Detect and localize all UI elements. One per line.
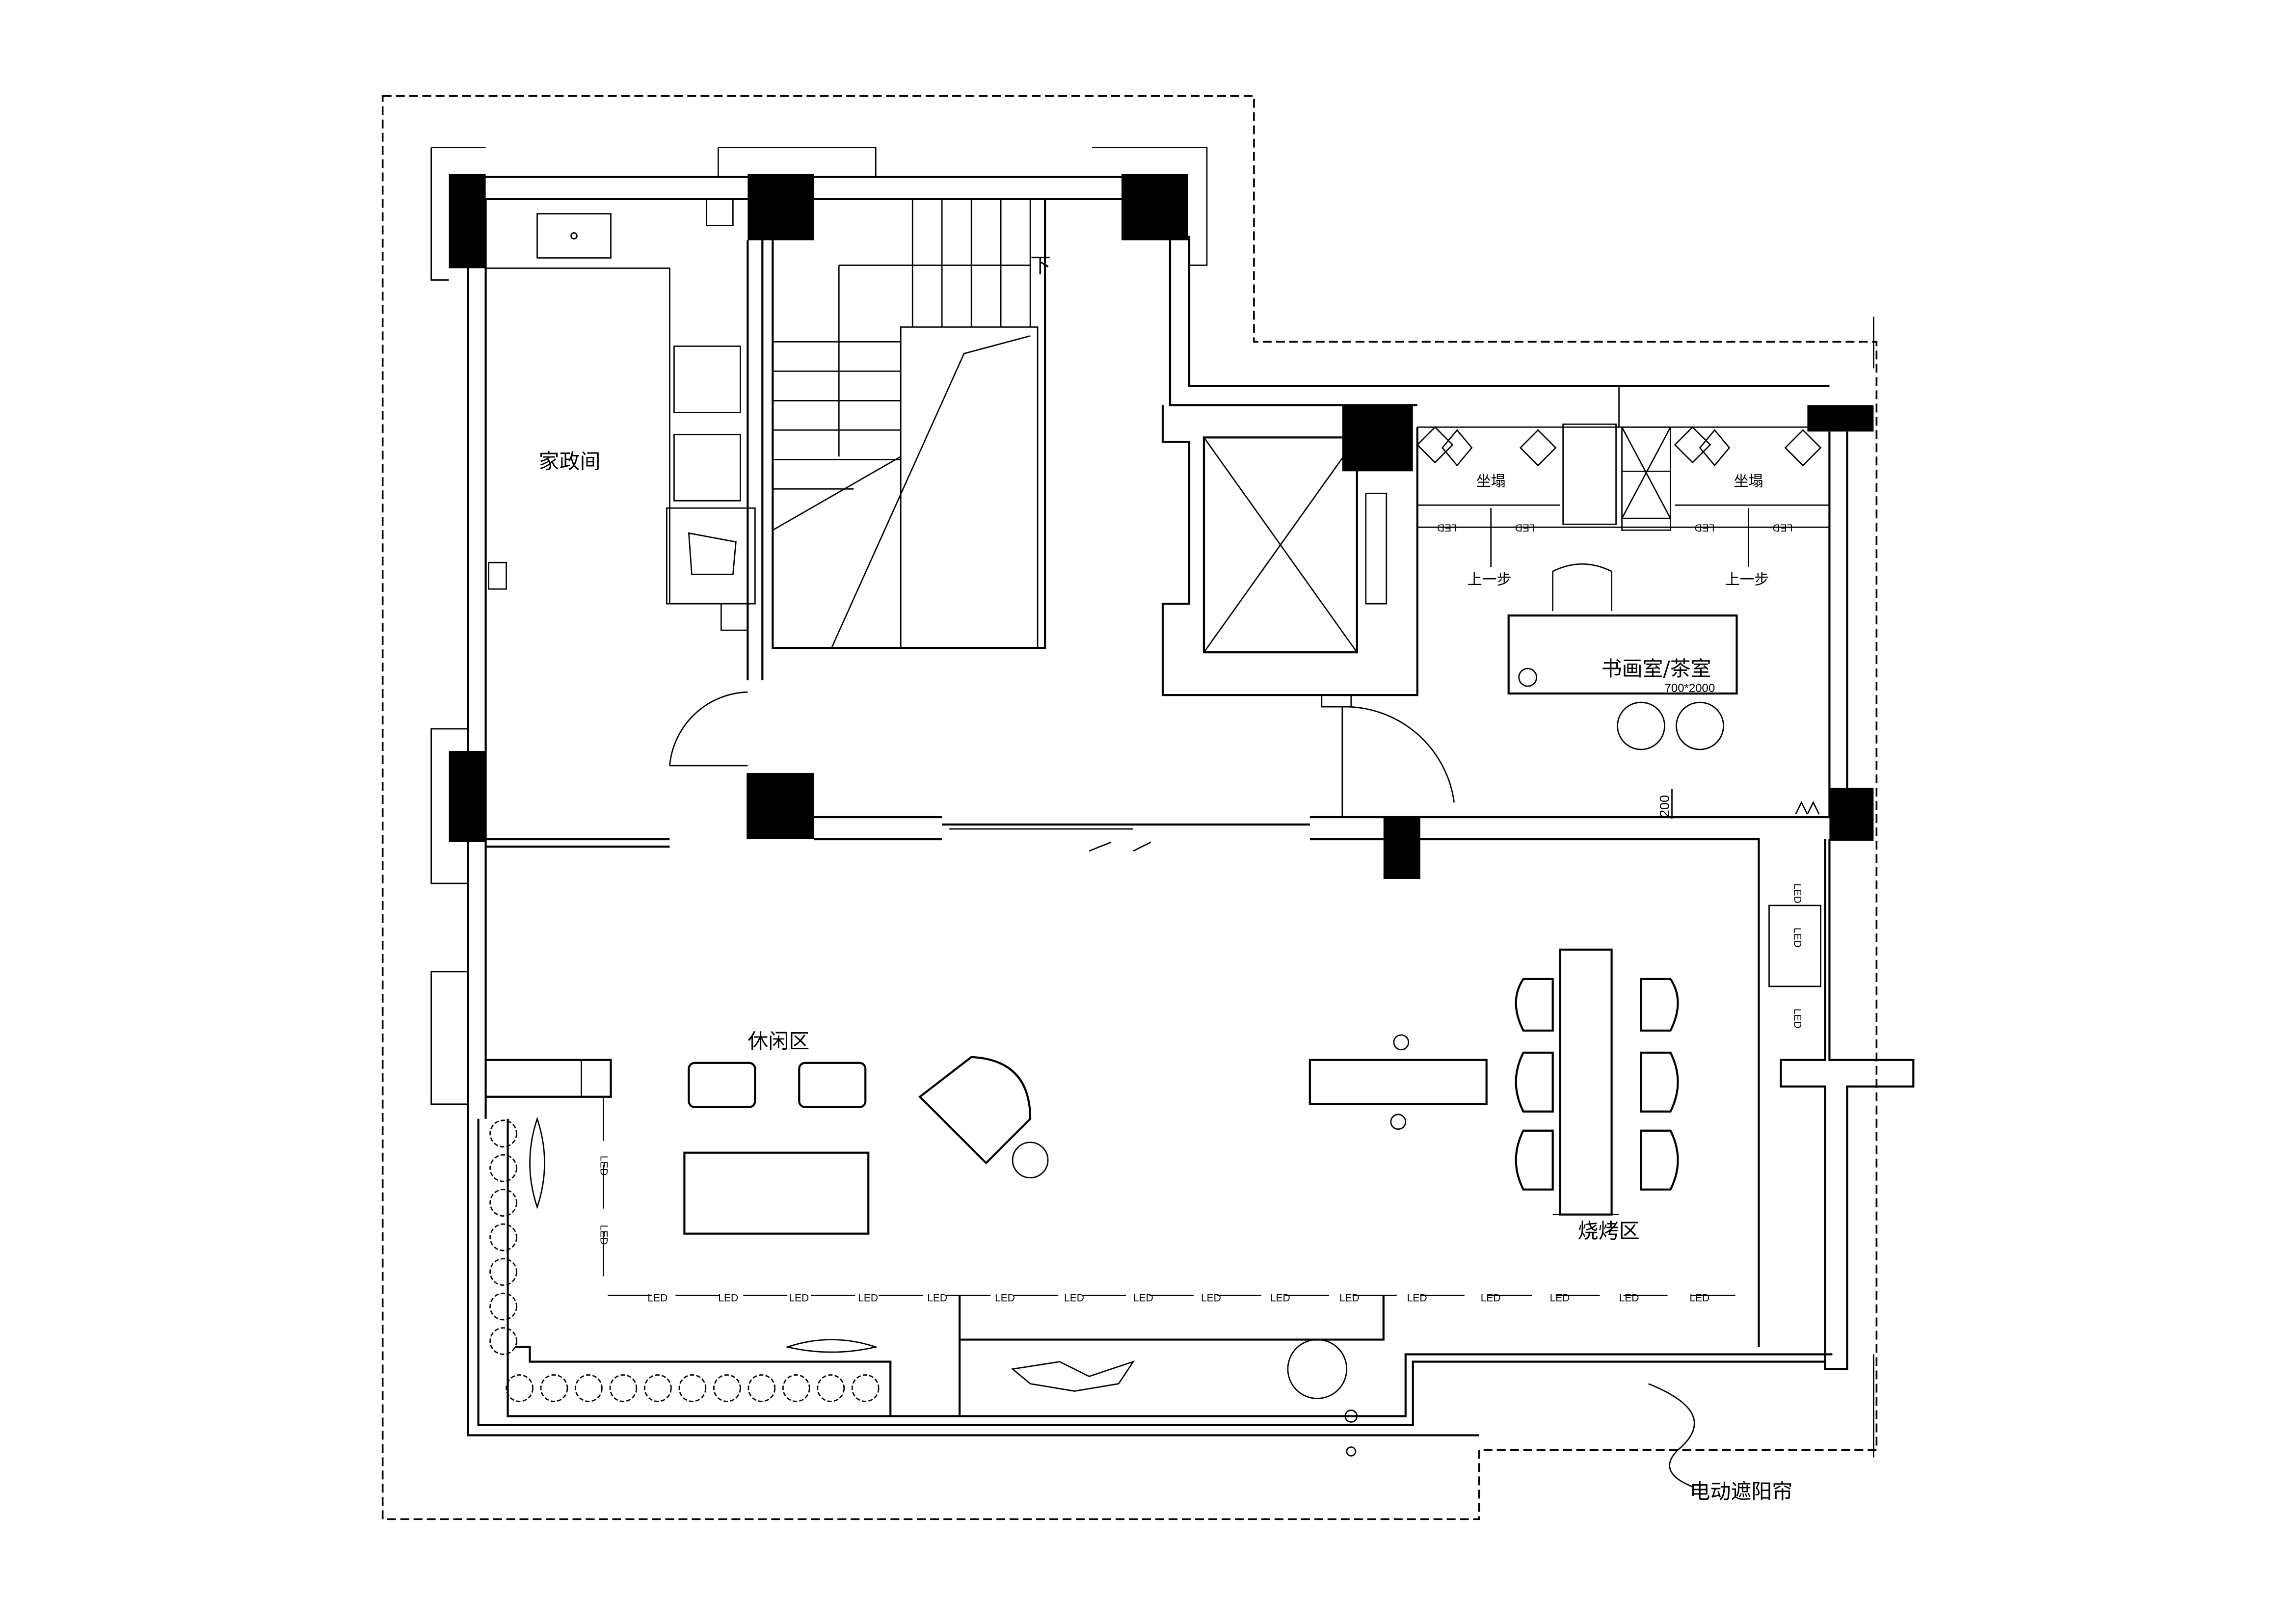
led-label: LED (927, 1293, 947, 1304)
led-label: LED (1481, 1293, 1501, 1304)
led-label: LED (1270, 1293, 1290, 1304)
led-label: LED (1339, 1293, 1360, 1304)
shrub-icon (489, 1258, 517, 1286)
planters (489, 1117, 1358, 1457)
shrub-icon (644, 1374, 672, 1402)
shrub-icon (489, 1189, 517, 1217)
led-label: LED (995, 1293, 1015, 1304)
led-label: LED (598, 1225, 609, 1245)
shrub-icon (678, 1374, 707, 1402)
led-label: LED (1407, 1293, 1427, 1304)
doors (669, 691, 1455, 852)
dimension-200: 200 (1657, 795, 1672, 817)
shrub-icon (748, 1374, 776, 1402)
leisure-area-label: 休闲区 (748, 1029, 809, 1053)
led-label: LED (1695, 522, 1715, 533)
shrub-icon (609, 1374, 638, 1402)
shrub-icon (851, 1374, 880, 1402)
dining-chairs (1515, 978, 1679, 1191)
housekeeping-fixtures: 家政间 (485, 198, 756, 631)
led-label: LED (789, 1293, 809, 1304)
led-label: LED (647, 1293, 667, 1304)
leisure-area: 休闲区 (581, 1029, 1049, 1235)
shrub-icon (713, 1374, 741, 1402)
shrub-icon (575, 1374, 603, 1402)
led-label: LED (1690, 1293, 1710, 1304)
step-up-left-label: 上一步 (1468, 571, 1512, 588)
led-label: LED (1550, 1293, 1570, 1304)
step-up-right-label: 上一步 (1725, 571, 1769, 588)
electric-awning-label: 电动遮阳帘 (1690, 1479, 1793, 1503)
stairs-down-label: 下 (1030, 253, 1051, 277)
study-tea-room-label: 书画室/茶室 (1602, 657, 1711, 681)
seat-couch-right-label: 坐塌 (1734, 473, 1763, 490)
bbq-area-label: 烧烤区 (1578, 1219, 1640, 1243)
shrub-icon (489, 1327, 517, 1355)
led-label: LED (1791, 928, 1803, 948)
terrace-boundary (381, 95, 1878, 1520)
led-label: LED (1133, 1293, 1153, 1304)
led-label: LED (1791, 1009, 1803, 1029)
elevator (1161, 405, 1418, 708)
led-label: LED (718, 1293, 738, 1304)
bbq-area: 烧烤区 LED LED LED (1308, 883, 1821, 1243)
columns (449, 174, 1874, 879)
shrub-icon (489, 1154, 517, 1182)
shrub-icon (489, 1119, 517, 1148)
led-label: LED (1791, 883, 1803, 904)
staircase: 下 (772, 198, 1051, 649)
housekeeping-room-label: 家政间 (539, 449, 601, 473)
led-label: LED (1515, 522, 1535, 533)
desk-size-label: 700*2000 (1665, 682, 1715, 695)
led-label: LED (1773, 522, 1793, 533)
shrub-icon (506, 1374, 534, 1402)
electric-awning-note: 电动遮阳帘 (1648, 1383, 1793, 1503)
shrub-icon (817, 1374, 845, 1402)
shrub-icon (489, 1292, 517, 1321)
seat-couch-left-label: 坐塌 (1476, 473, 1506, 490)
led-label: LED (1619, 1293, 1639, 1304)
led-strip: LED LED LED LED LED LED LED LED LED LED … (598, 1096, 1759, 1304)
shrub-icon (782, 1374, 810, 1402)
led-label: LED (1201, 1293, 1221, 1304)
shrub-icon (489, 1223, 517, 1251)
led-label: LED (1437, 522, 1457, 533)
led-label: LED (1064, 1293, 1084, 1304)
walls (430, 147, 1915, 1437)
shrub-icon (540, 1374, 568, 1402)
study-tea-room: 坐塌 坐塌 上一步 上一步 LED LED LED LED 书画室/茶室 700… (1416, 423, 1830, 819)
led-label: LED (858, 1293, 878, 1304)
led-label: LED (598, 1156, 609, 1176)
